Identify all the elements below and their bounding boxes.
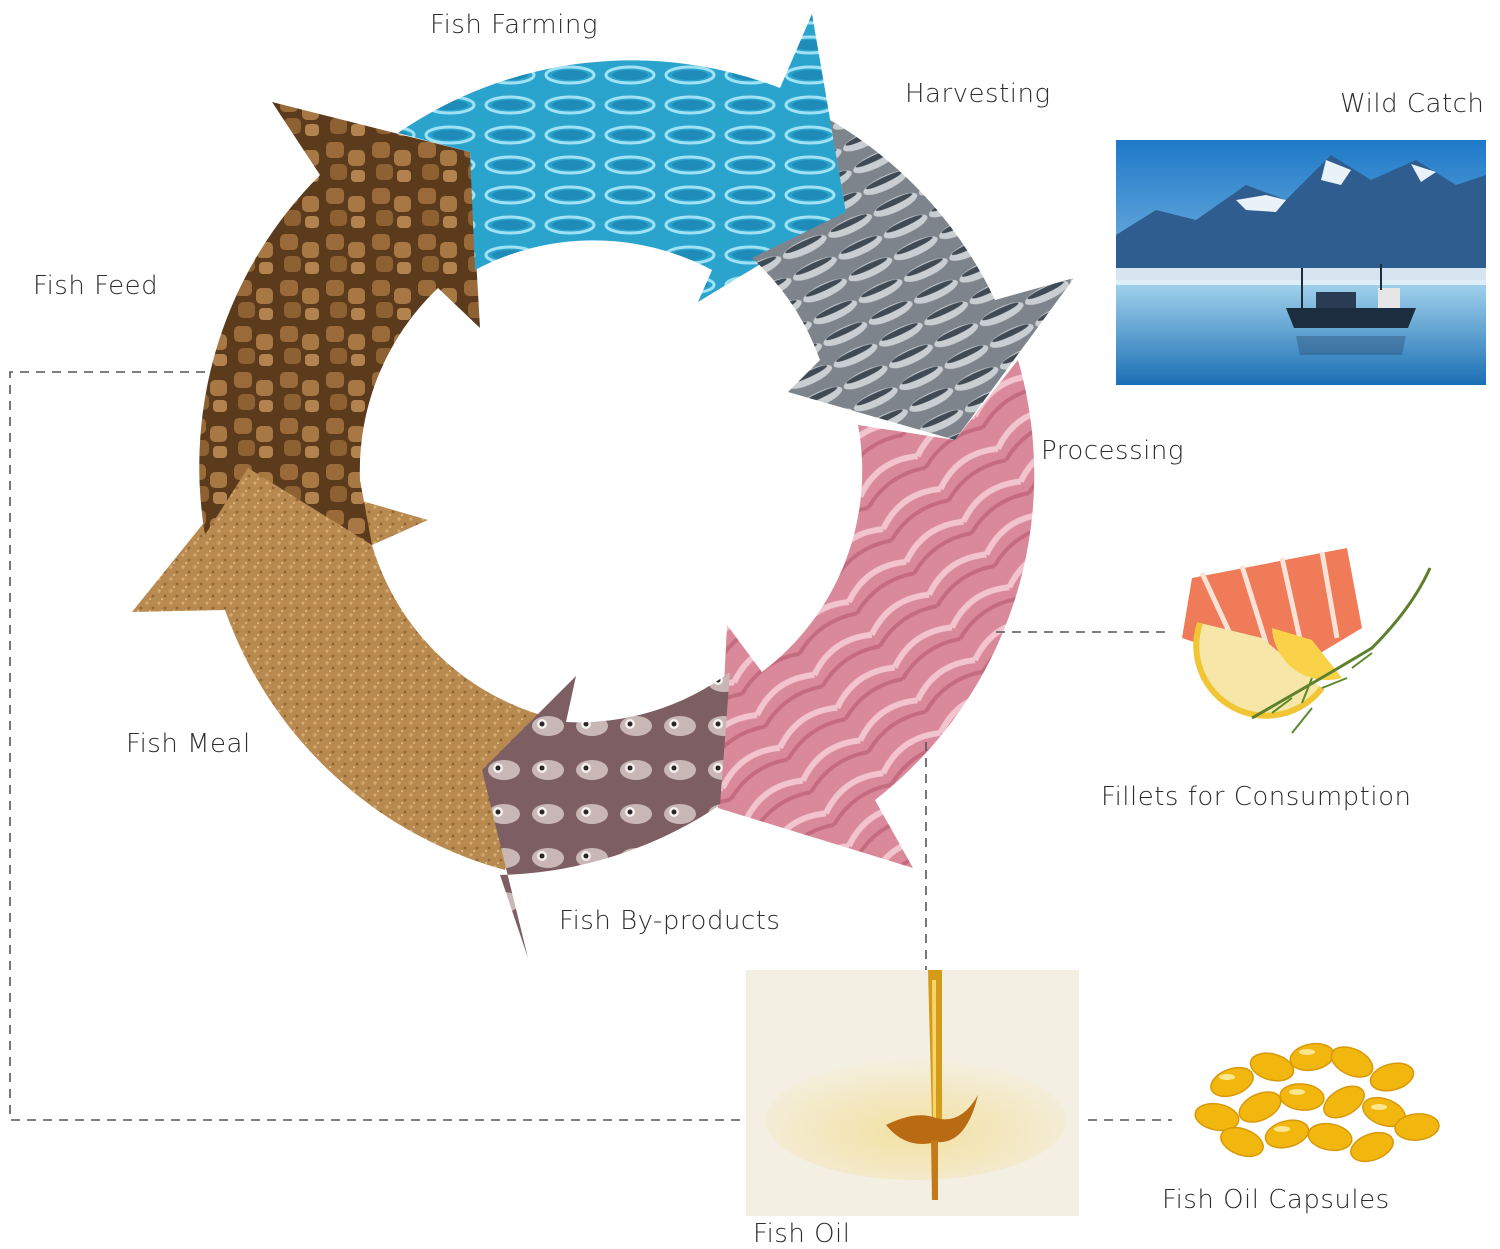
fillets-image — [1172, 528, 1460, 776]
wild-catch-image — [1116, 140, 1486, 385]
label-fish-meal: Fish Meal — [126, 731, 251, 757]
fish-oil-capsules-image — [1172, 1022, 1458, 1182]
label-processing: Processing — [1041, 438, 1184, 464]
label-fillets-for-consumption: Fillets for Consumption — [1101, 784, 1411, 810]
label-fish-oil-capsules: Fish Oil Capsules — [1162, 1187, 1390, 1213]
label-fish-by-products: Fish By-products — [559, 908, 780, 934]
label-harvesting: Harvesting — [905, 81, 1051, 107]
label-wild-catch: Wild Catch — [1340, 91, 1484, 117]
label-fish-feed: Fish Feed — [33, 273, 158, 299]
segment-processing — [718, 360, 1034, 868]
fish-oil-image — [746, 970, 1079, 1216]
label-fish-oil: Fish Oil — [753, 1221, 851, 1247]
label-fish-farming: Fish Farming — [430, 12, 598, 38]
